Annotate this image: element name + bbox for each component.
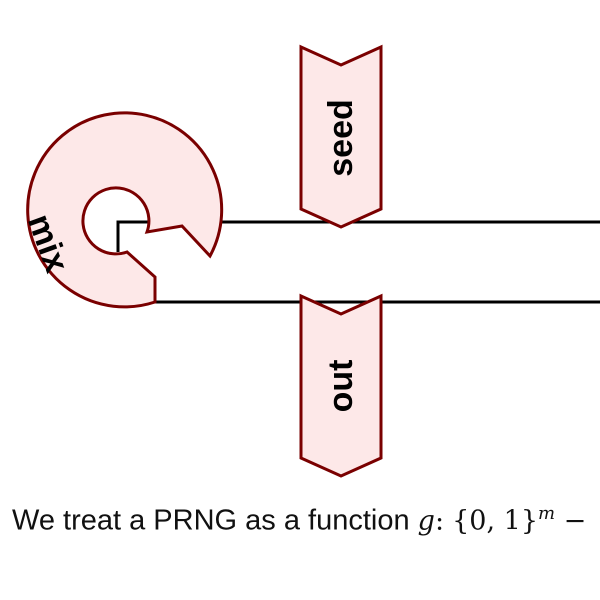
mix-ring bbox=[26, 111, 224, 309]
caption-prefix: We treat a PRNG as a function bbox=[12, 504, 418, 537]
caption-set: {0, 1} bbox=[452, 505, 539, 537]
caption-exponent: m bbox=[538, 503, 556, 524]
out-label: out bbox=[322, 360, 360, 413]
seed-label: seed bbox=[322, 99, 360, 177]
caption-func-var: g bbox=[417, 505, 435, 537]
seed-chevron bbox=[299, 44, 383, 229]
caption-colon: : bbox=[434, 505, 445, 537]
caption-arrow: − bbox=[555, 505, 587, 537]
out-chevron bbox=[299, 293, 383, 478]
feedback-wire bbox=[116, 220, 600, 252]
caption: We treat a PRNG as a function g: {0, 1}m… bbox=[12, 503, 586, 538]
